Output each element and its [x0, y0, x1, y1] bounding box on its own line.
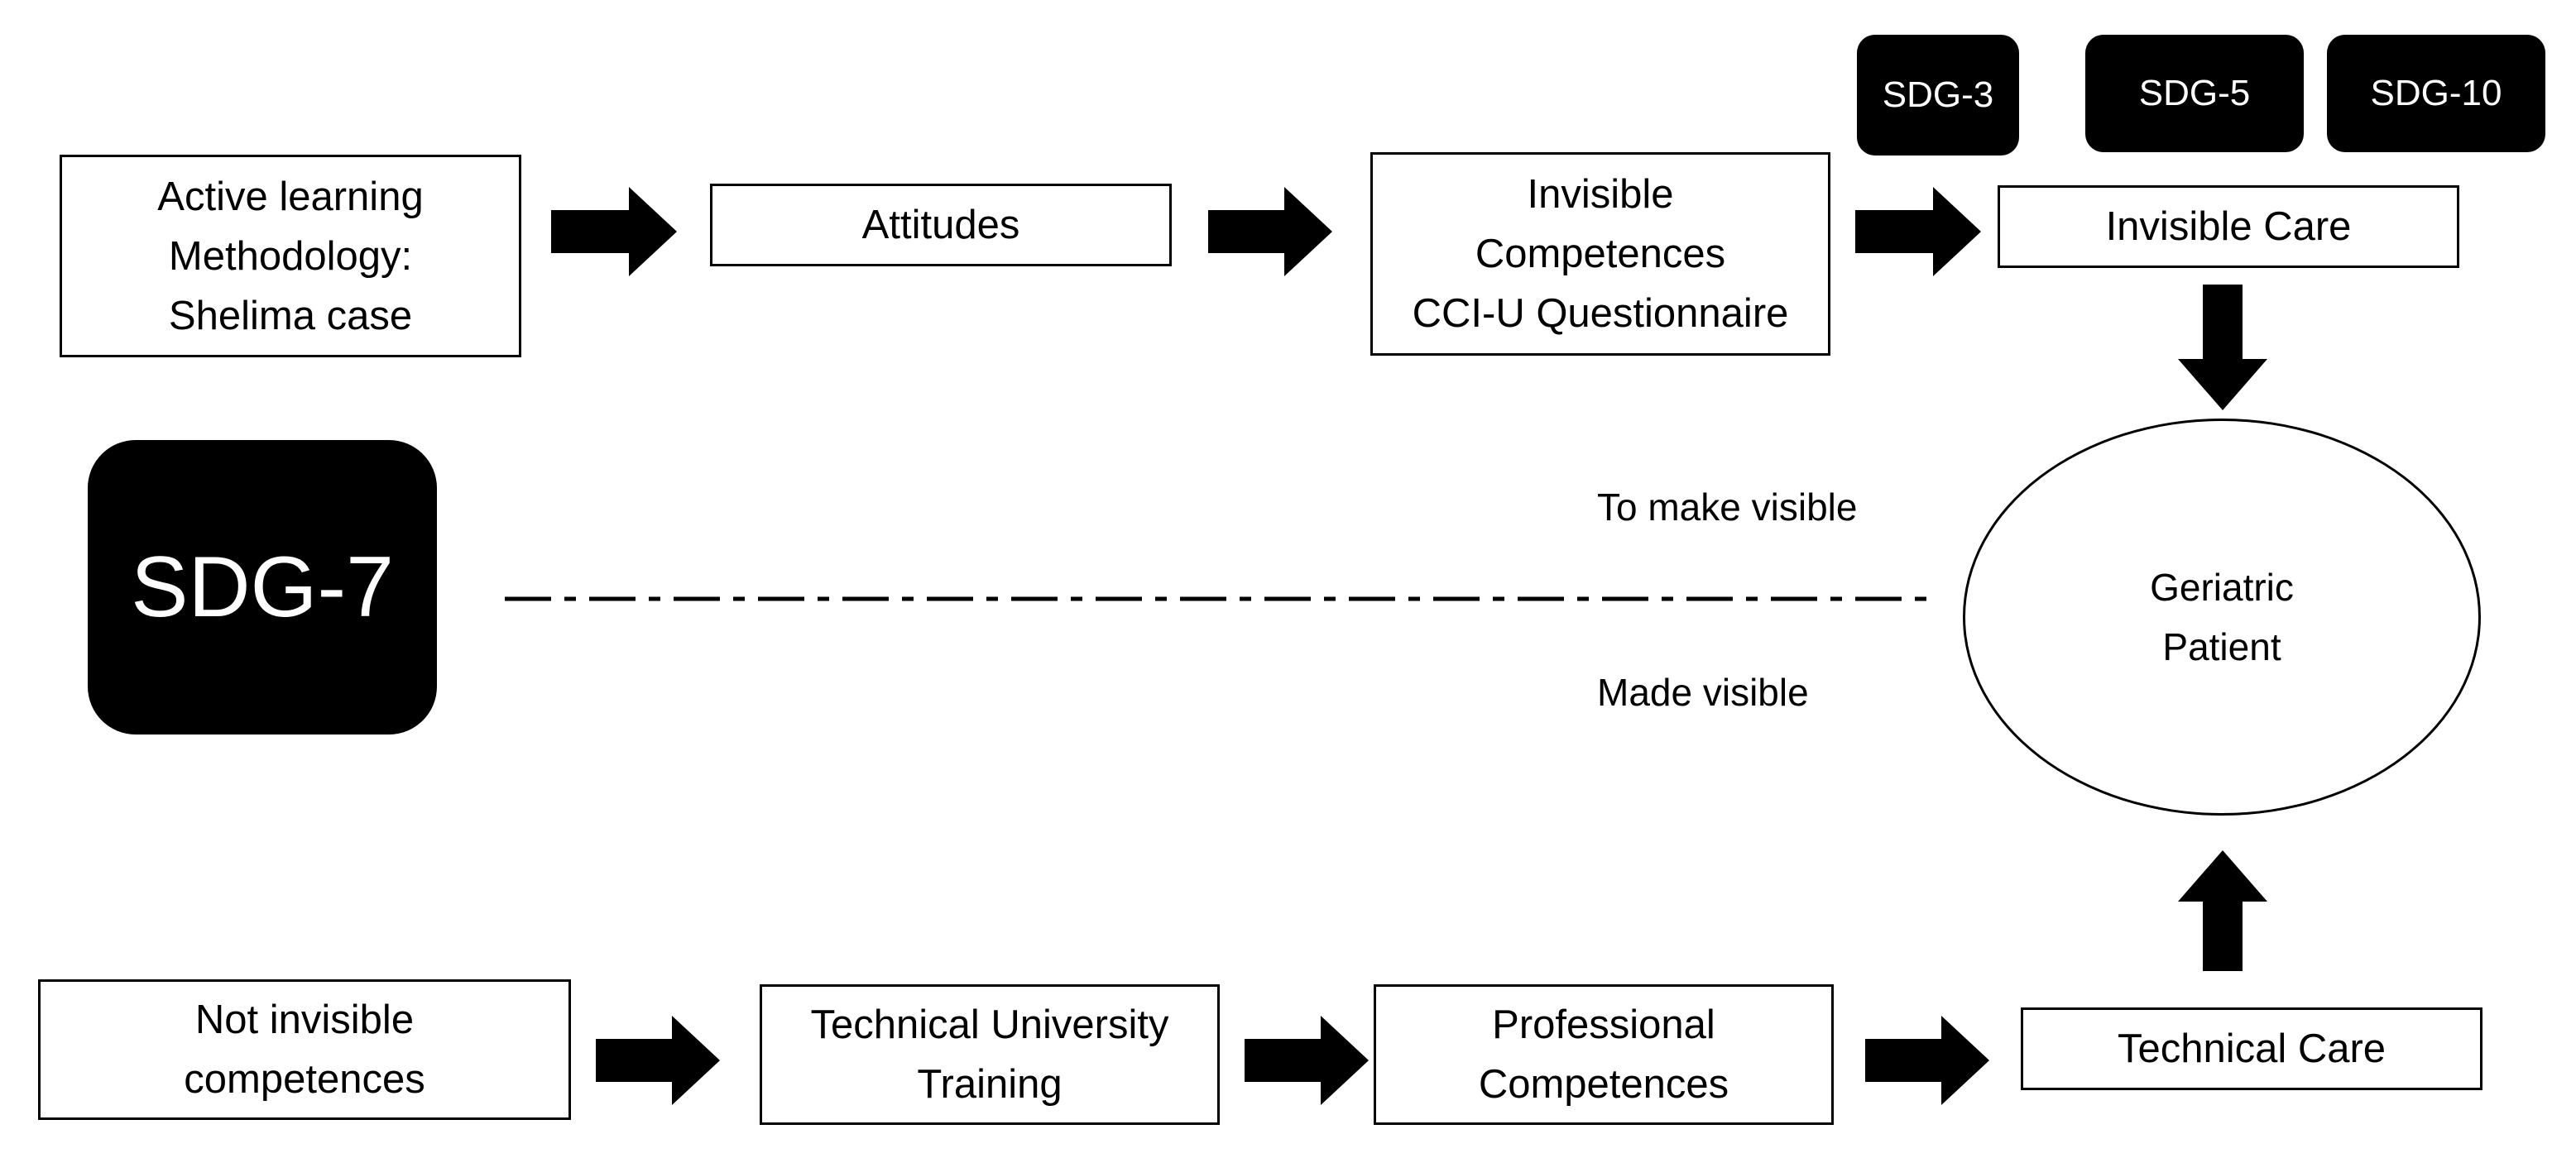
professional-competences-box: Professional Competences	[1374, 984, 1834, 1125]
arrow-down	[2178, 285, 2267, 410]
sdg-5-label: SDG-5	[2138, 73, 2251, 113]
geriatric-patient-label: Geriatric Patient	[2150, 566, 2294, 668]
arrow-right-2	[1208, 187, 1332, 276]
not-invisible-competences-label: Not invisible competences	[184, 998, 425, 1102]
active-learning-box: Active learning Methodology: Shelima cas…	[60, 155, 521, 357]
technical-care-box: Technical Care	[2021, 1007, 2482, 1090]
invisible-competences-label: Invisible Competences CCI-U Questionnair…	[1412, 172, 1789, 336]
sdg-3-label: SDG-3	[1882, 74, 1994, 115]
sdg-10-badge: SDG-10	[2327, 35, 2545, 152]
arrow-right-5	[1245, 1016, 1369, 1105]
arrow-up	[2178, 850, 2267, 971]
invisible-competences-box: Invisible Competences CCI-U Questionnair…	[1370, 152, 1830, 356]
sdg-5-badge: SDG-5	[2085, 35, 2304, 152]
arrow-right-1	[551, 187, 677, 276]
arrow-right-6	[1865, 1016, 1989, 1105]
sdg-3-badge: SDG-3	[1857, 35, 2019, 156]
professional-competences-label: Professional Competences	[1478, 1002, 1729, 1107]
sdg-10-label: SDG-10	[2370, 73, 2502, 113]
technical-care-label: Technical Care	[2117, 1026, 2387, 1071]
not-invisible-competences-box: Not invisible competences	[38, 979, 571, 1120]
attitudes-label: Attitudes	[861, 203, 1020, 247]
invisible-care-box: Invisible Care	[1998, 185, 2459, 268]
sdg-7-label: SDG-7	[131, 538, 394, 635]
invisible-care-label: Invisible Care	[2105, 204, 2352, 249]
arrow-right-3	[1855, 187, 1981, 276]
technical-university-training-box: Technical University Training	[760, 984, 1220, 1125]
arrow-right-4	[596, 1016, 720, 1105]
technical-university-training-label: Technical University Training	[810, 1002, 1169, 1107]
to-make-visible-label: To make visible	[1597, 486, 1858, 529]
active-learning-label: Active learning Methodology: Shelima cas…	[157, 174, 424, 338]
geriatric-patient-ellipse: Geriatric Patient	[1963, 419, 2481, 816]
attitudes-box: Attitudes	[710, 184, 1172, 266]
made-visible-label: Made visible	[1597, 671, 1809, 714]
sdg-7-badge: SDG-7	[88, 440, 437, 735]
